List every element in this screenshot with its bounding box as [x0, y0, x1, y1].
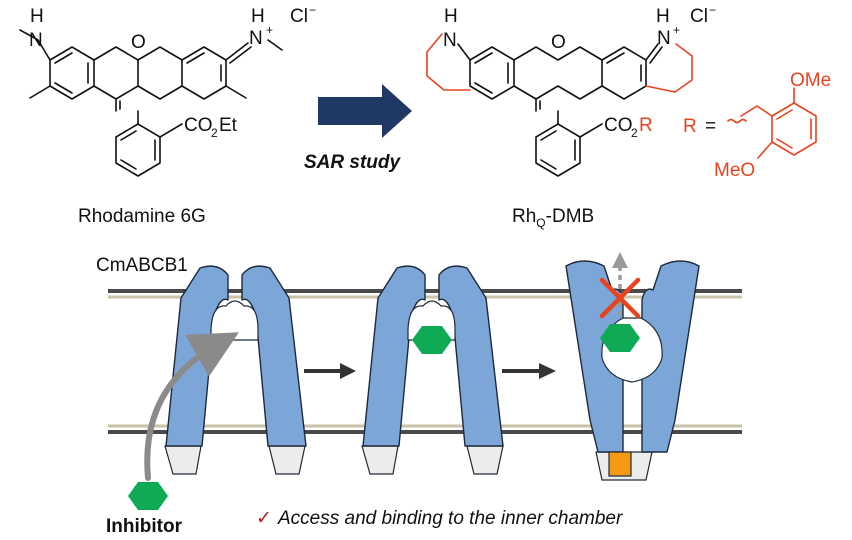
transporter-state-3 [565, 260, 700, 481]
transporter-state-1 [164, 265, 307, 475]
rhodamine-6g-caption: Rhodamine 6G [78, 206, 206, 227]
bound-inhibitor-hexagon [412, 326, 452, 354]
r-group-equals: = [705, 116, 716, 137]
rhodamine-positive-charge: + [266, 23, 273, 37]
rhodamine-chloride: Cl [290, 6, 308, 27]
step-arrow-1 [304, 363, 356, 379]
rhq-chloride: Cl [690, 6, 708, 27]
dmb-methoxy-top: OMe [790, 70, 831, 91]
r-group-label: R [683, 116, 697, 137]
rhq-nh-hydrogen: H [444, 6, 458, 27]
inhibitor-hexagon [128, 482, 168, 510]
transporter-label: CmABCB1 [96, 255, 188, 276]
rhq-nh-nitrogen: N [443, 30, 457, 51]
transporter-state-2 [361, 265, 504, 475]
rhq-dmb-structure [426, 33, 693, 177]
step-arrow-2 [502, 363, 556, 379]
rhq-iminium-nitrogen: N [657, 28, 671, 49]
inhibitor-label: Inhibitor [106, 516, 183, 537]
rhq-iminium-hydrogen: H [656, 6, 670, 27]
trapped-inhibitor-hexagon [600, 324, 640, 352]
rhq-dmb-caption: RhQ-DMB [512, 206, 594, 230]
rhodamine-ring-oxygen: O [131, 32, 146, 53]
sar-study-label: SAR study [304, 152, 402, 173]
inhibitor-entry-arrow [144, 332, 239, 481]
rhodamine-nh-nitrogen: N [29, 30, 43, 51]
blocked-cross-icon [599, 277, 641, 319]
sar-arrow [318, 84, 412, 138]
rhodamine-chloride-charge: − [309, 3, 316, 17]
rhodamine-nh-hydrogen: H [30, 6, 44, 27]
dmb-methoxy-bottom: MeO [714, 160, 755, 181]
rhodamine-ester-co: CO [184, 115, 213, 136]
rhq-ring-oxygen: O [551, 32, 566, 53]
rhodamine-6g-structure [19, 29, 283, 177]
rhodamine-ester-subscript: 2 [211, 126, 218, 140]
rhq-chloride-charge: − [709, 3, 716, 17]
conclusion-text: Access and binding to the inner chamber [277, 508, 623, 529]
rhq-ester-subscript: 2 [631, 126, 638, 140]
rhodamine-ester-ethyl: Et [219, 115, 238, 136]
rhq-ester-r-group: R [639, 115, 653, 136]
dmb-structure [727, 87, 817, 159]
rhq-positive-charge: + [673, 23, 680, 37]
rhq-ester-co: CO [604, 115, 633, 136]
efflux-arrowhead [612, 252, 628, 268]
checkmark-icon: ✓ [256, 507, 272, 529]
rhodamine-iminium-nitrogen: N [249, 28, 263, 49]
rhodamine-iminium-hydrogen: H [251, 6, 265, 27]
nbd-blocker [608, 451, 632, 477]
